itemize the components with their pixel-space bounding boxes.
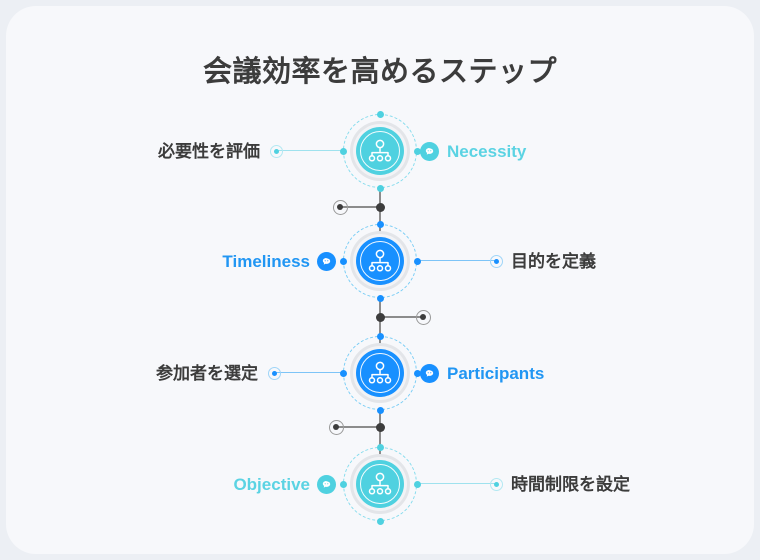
- connector-junction-dot-2: [375, 312, 385, 322]
- step-node-3-dot-west: [339, 369, 347, 377]
- step-node-4-inner-ring: [360, 464, 400, 504]
- step-node-2-dot-north: [376, 220, 384, 228]
- connector-end-marker-3: [328, 419, 344, 435]
- infographic-card: 会議効率を高めるステップ 必要性を評価: [6, 6, 754, 554]
- org-chart-icon: [368, 472, 392, 495]
- step-4-left-label: Objective: [233, 475, 310, 494]
- leader-line-step-4: [418, 483, 496, 485]
- leader-line-step-3: [274, 372, 344, 374]
- connector-branch-2: [380, 316, 422, 318]
- step-node-1-dot-east: [413, 147, 421, 155]
- org-chart-icon: [368, 249, 392, 272]
- step-2-left-label: Timeliness: [222, 252, 310, 271]
- chat-bubble-icon: [425, 369, 434, 377]
- step-1-bubble-icon: [420, 141, 439, 161]
- connector-end-marker-1: [332, 199, 348, 215]
- step-node-1-dot-south: [376, 184, 384, 192]
- step-node-4[interactable]: [339, 443, 421, 525]
- step-node-4-dot-south: [376, 517, 384, 525]
- step-node-4-dot-west: [339, 480, 347, 488]
- step-node-4-dot-north: [376, 443, 384, 451]
- leader-dot-step-3: [267, 366, 281, 380]
- step-node-1-dot-north: [376, 110, 384, 118]
- step-node-1[interactable]: [339, 110, 421, 192]
- connector-line-3: [379, 408, 381, 464]
- step-node-2-dot-south: [376, 294, 384, 302]
- step-node-2-dot-west: [339, 257, 347, 265]
- chat-bubble-icon: [322, 257, 331, 265]
- leader-dot-step-1: [269, 144, 283, 158]
- connector-branch-3: [336, 426, 380, 428]
- step-node-3-dot-north: [376, 332, 384, 340]
- step-node-4-dot-east: [413, 480, 421, 488]
- step-2-right-label: 目的を定義: [511, 252, 596, 271]
- step-node-2-inner-ring: [360, 241, 400, 281]
- org-chart-icon: [368, 139, 392, 162]
- step-2-bubble-icon: [317, 251, 336, 271]
- leader-line-step-1: [276, 150, 344, 152]
- step-3-left-label: 参加者を選定: [156, 364, 258, 383]
- step-node-3-disc: [356, 349, 404, 397]
- step-4-bubble-icon: [317, 474, 336, 494]
- step-node-2-disc: [356, 237, 404, 285]
- org-chart-icon: [368, 361, 392, 384]
- connector-junction-dot-3: [375, 422, 385, 432]
- step-node-1-disc: [356, 127, 404, 175]
- connector-line-2: [379, 298, 381, 354]
- connector-junction-dot-1: [375, 202, 385, 212]
- step-1-right-label: Necessity: [447, 142, 527, 161]
- chat-bubble-icon: [425, 147, 434, 155]
- step-node-3-dot-east: [413, 369, 421, 377]
- step-4-right-label: 時間制限を設定: [511, 475, 630, 494]
- step-node-4-disc: [356, 460, 404, 508]
- leader-dot-step-2: [489, 254, 503, 268]
- step-node-1-dot-west: [339, 147, 347, 155]
- connector-branch-1: [340, 206, 380, 208]
- step-3-right-label: Participants: [447, 364, 545, 383]
- leader-line-step-2: [418, 260, 496, 262]
- connector-end-marker-2: [415, 309, 431, 325]
- page-title: 会議効率を高めるステップ: [202, 56, 557, 88]
- step-node-3-inner-ring: [360, 353, 400, 393]
- step-node-3-dot-south: [376, 406, 384, 414]
- connector-line-1: [379, 188, 381, 244]
- step-node-2[interactable]: [339, 220, 421, 302]
- leader-dot-step-4: [489, 477, 503, 491]
- step-node-2-dot-east: [413, 257, 421, 265]
- step-node-1-inner-ring: [360, 131, 400, 171]
- chat-bubble-icon: [322, 480, 331, 488]
- step-3-bubble-icon: [420, 363, 439, 383]
- step-flow-diagram: 必要性を評価: [6, 6, 754, 554]
- step-1-left-label: 必要性を評価: [158, 142, 260, 161]
- step-node-3[interactable]: [339, 332, 421, 414]
